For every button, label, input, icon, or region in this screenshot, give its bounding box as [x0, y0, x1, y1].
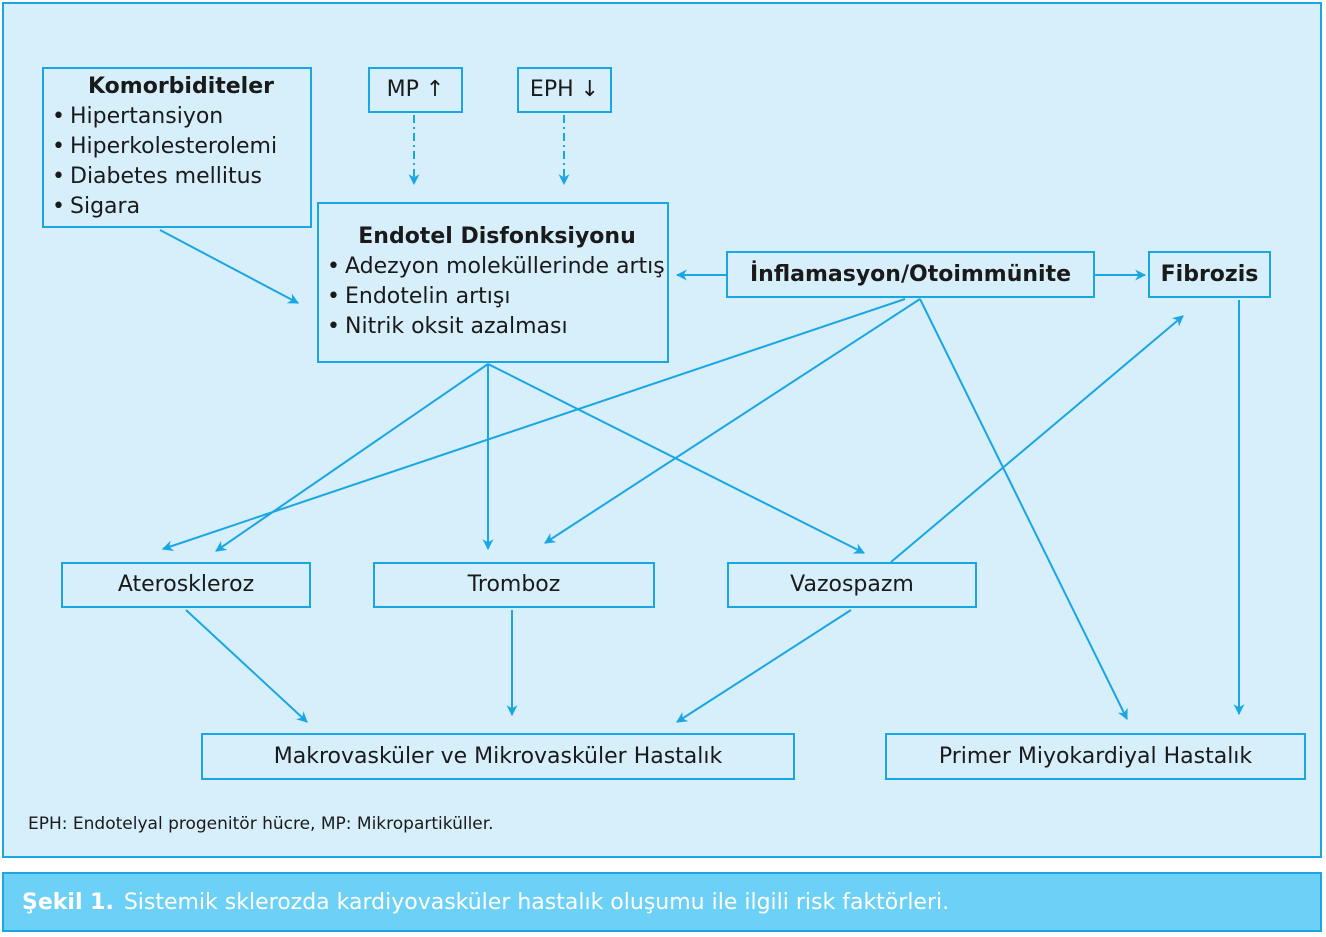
eph-label: EPH ↓ — [529, 77, 600, 102]
inflamasyon-label: İnflamasyon/Otoimmünite — [749, 261, 1072, 287]
endotel-list: Adezyon moleküllerinde artış Endotelin a… — [327, 252, 667, 342]
inflamasyon-box: İnflamasyon/Otoimmünite — [726, 251, 1095, 298]
list-item: Diabetes mellitus — [52, 162, 310, 192]
arrow-endotel-to-ateroskleroz — [215, 363, 489, 552]
mp-label: MP ↑ — [386, 77, 445, 102]
endotel-title: Endotel Disfonksiyonu — [358, 224, 636, 249]
tromboz-box: Tromboz — [373, 562, 655, 608]
makro-label: Makrovasküler ve Mikrovasküler Hastalık — [273, 743, 723, 769]
arrow-inflamasyon-to-primer — [919, 298, 1128, 720]
list-item: Nitrik oksit azalması — [327, 312, 667, 342]
arrow-vazospazm-to-makro — [676, 609, 852, 723]
caption-text: Sistemik sklerozda kardiyovasküler hasta… — [123, 889, 950, 915]
arrow-komorbiditeler-to-endotel — [159, 229, 299, 304]
list-item: Sigara — [52, 192, 310, 222]
vazospazm-box: Vazospazm — [727, 562, 977, 608]
komorbiditeler-list: Hipertansiyon Hiperkolesterolemi Diabete… — [52, 102, 310, 222]
primer-miyokardiyal-box: Primer Miyokardiyal Hastalık — [885, 733, 1306, 780]
fibrozis-box: Fibrozis — [1148, 251, 1271, 298]
figure-caption: Şekil 1. Sistemik sklerozda kardiyovaskü… — [2, 872, 1322, 932]
list-item: Hiperkolesterolemi — [52, 132, 310, 162]
arrow-inflamasyon-to-tromboz — [544, 298, 921, 544]
primer-label: Primer Miyokardiyal Hastalık — [938, 743, 1253, 769]
komorbiditeler-title: Komorbiditeler — [88, 74, 274, 99]
vazospazm-label: Vazospazm — [790, 572, 914, 597]
tromboz-label: Tromboz — [467, 572, 561, 597]
makrovaskuler-mikrovaskuler-box: Makrovasküler ve Mikrovasküler Hastalık — [201, 733, 795, 780]
arrow-vazospazm-to-fibrozis — [890, 315, 1184, 563]
footnote: EPH: Endotelyal progenitör hücre, MP: Mi… — [28, 814, 494, 834]
ateroskleroz-box: Ateroskleroz — [61, 562, 311, 608]
mp-box: MP ↑ — [368, 67, 463, 113]
eph-box: EPH ↓ — [517, 67, 612, 113]
list-item: Endotelin artışı — [327, 282, 667, 312]
fibrozis-label: Fibrozis — [1160, 261, 1259, 287]
komorbiditeler-box: Komorbiditeler Hipertansiyon Hiperkolest… — [42, 67, 312, 228]
list-item: Adezyon moleküllerinde artış — [327, 252, 667, 282]
arrow-inflamasyon-to-ateroskleroz — [161, 298, 906, 552]
list-item: Hipertansiyon — [52, 102, 310, 132]
endotel-disfonksiyonu-box: Endotel Disfonksiyonu Adezyon moleküller… — [317, 202, 669, 363]
ateroskleroz-label: Ateroskleroz — [117, 572, 255, 597]
arrow-ateroskleroz-to-makro — [185, 609, 308, 723]
caption-label: Şekil 1. — [22, 889, 114, 915]
